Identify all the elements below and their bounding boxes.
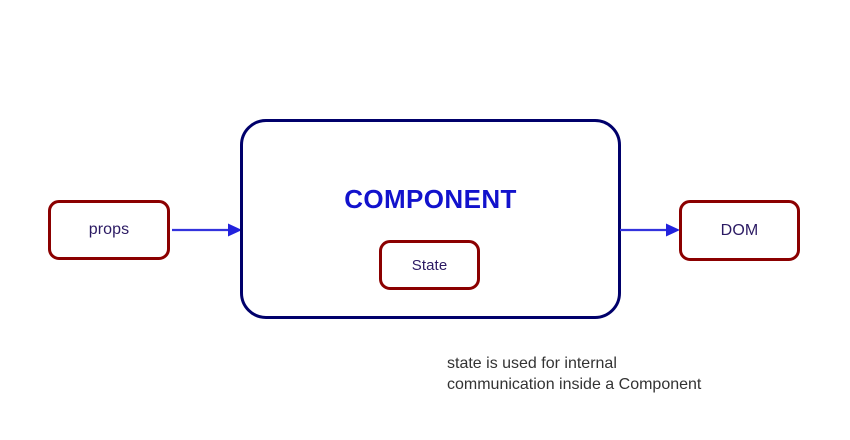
node-state-label: State <box>411 256 448 274</box>
node-dom[interactable]: DOM <box>679 200 800 261</box>
arrow-props-to-component <box>172 219 242 241</box>
node-props-label: props <box>88 221 130 238</box>
node-state[interactable]: State <box>379 240 480 290</box>
node-dom-label: DOM <box>720 221 759 239</box>
diagram-caption: state is used for internal communication… <box>447 355 702 393</box>
arrow-component-to-dom <box>620 219 680 241</box>
node-props[interactable]: props <box>48 200 170 260</box>
component-title: COMPONENT <box>344 184 517 214</box>
